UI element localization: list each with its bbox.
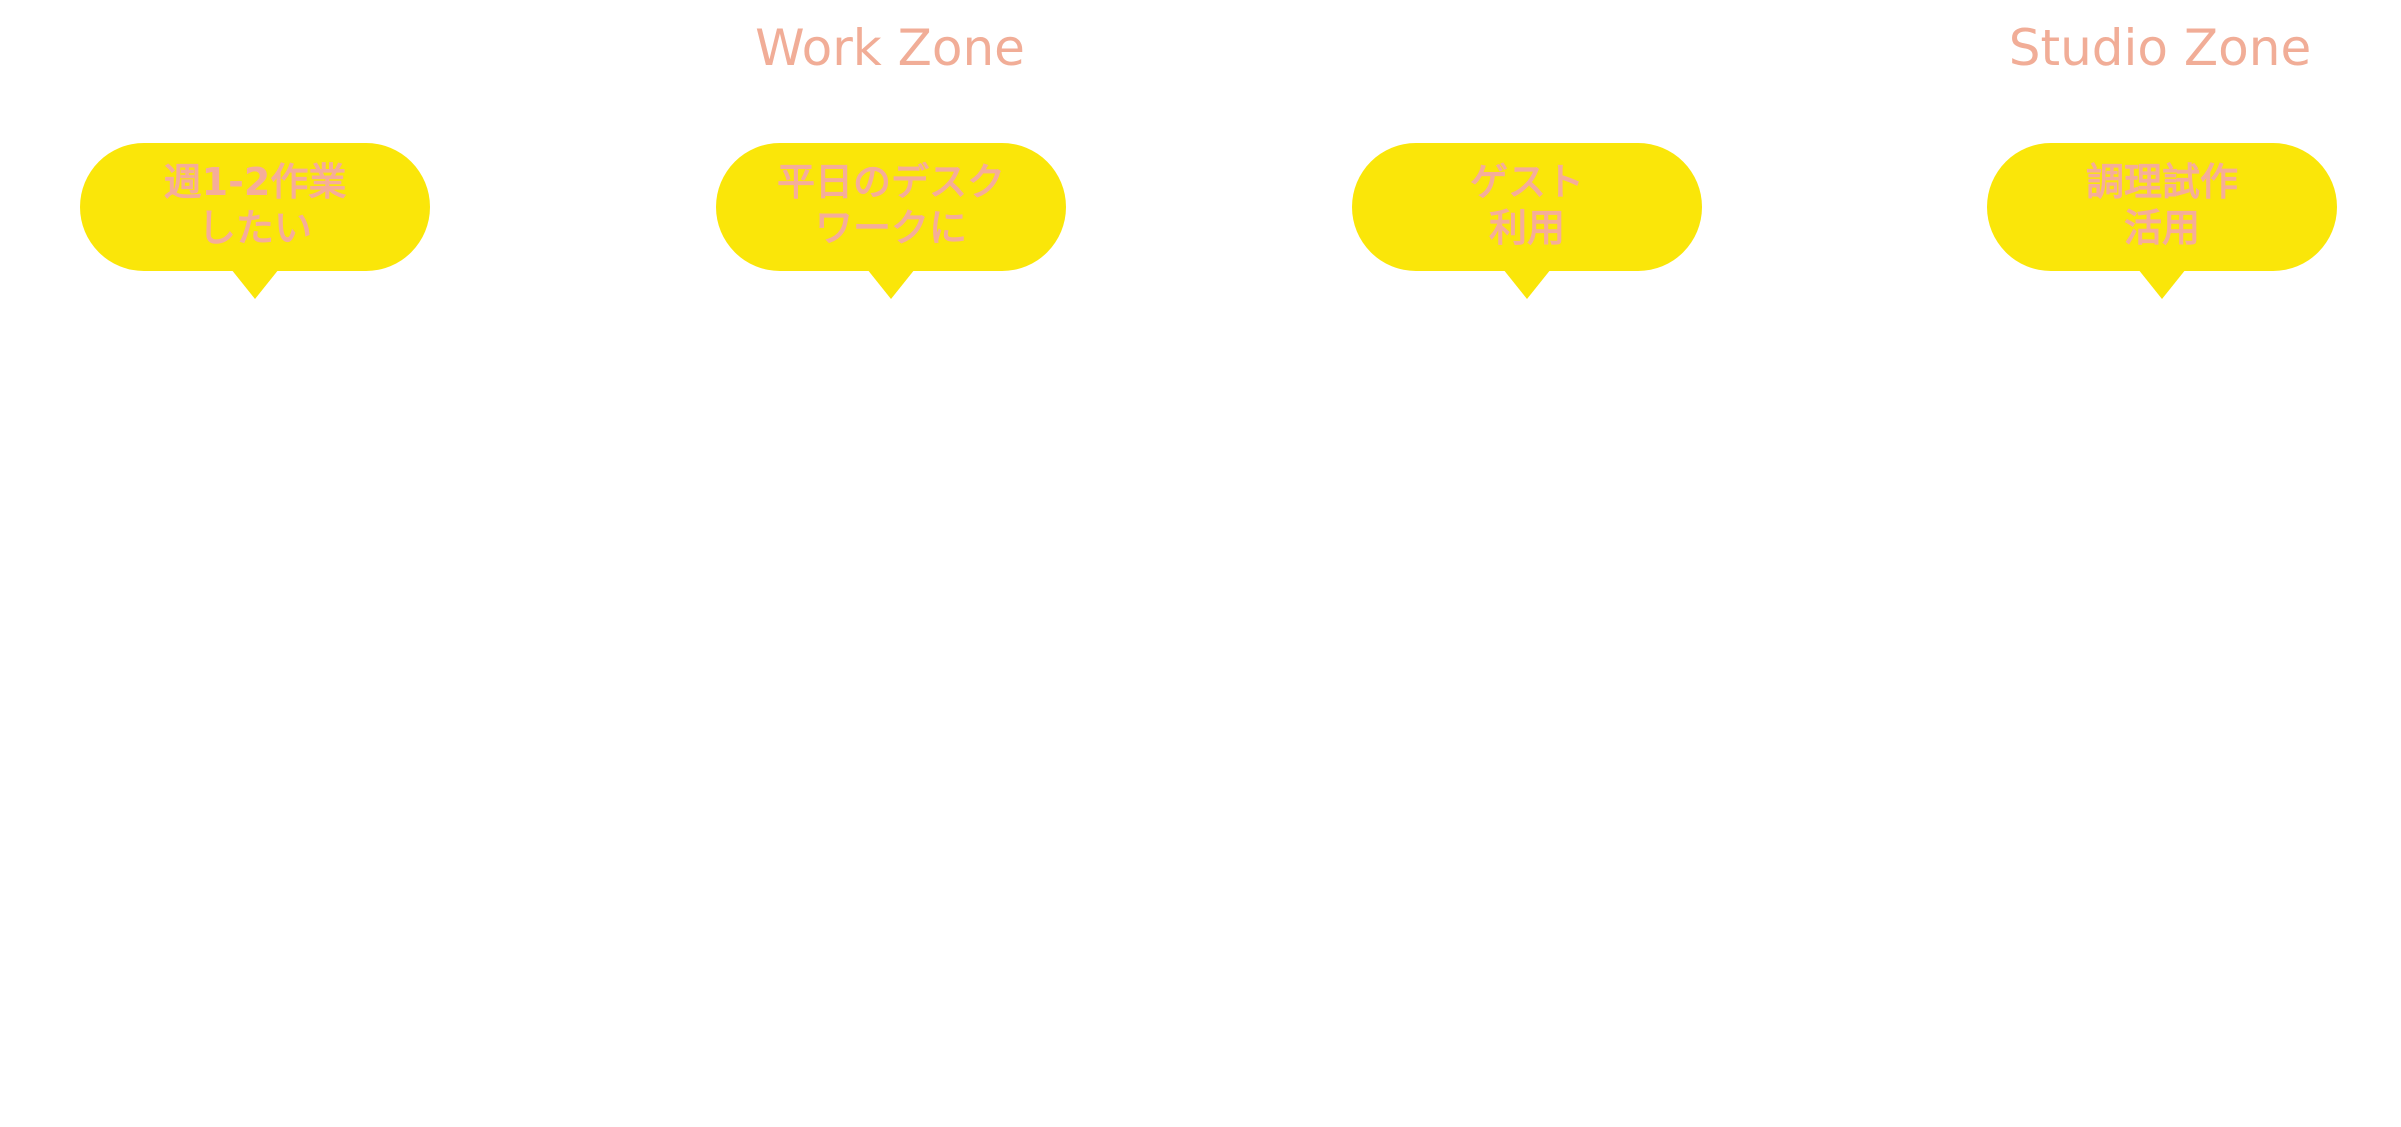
speech-bubble-weekly-work: 週1-2作業 したい (80, 143, 430, 299)
bubble-label-line-2: 利用 (1488, 206, 1565, 250)
zone-title-work: Work Zone (755, 19, 1025, 77)
bubble-pointer-icon (231, 269, 279, 299)
bubble-label: 調理試作 活用 (2086, 159, 2238, 251)
speech-bubble-weekday-desk: 平日のデスク ワークに (716, 143, 1066, 299)
bubble-pointer-icon (1503, 269, 1551, 299)
speech-bubble-cooking-trial: 調理試作 活用 (1987, 143, 2337, 299)
bubble-pointer-icon (2138, 269, 2186, 299)
bubble-label-line-1: ゲスト (1469, 160, 1584, 204)
bubble-label: ゲスト 利用 (1470, 159, 1584, 251)
bubble-label-line-1: 平日のデスク (776, 160, 1005, 204)
bubble-label-line-2: ワークに (814, 206, 967, 250)
bubble-label-line-1: 週1-2作業 (163, 160, 347, 204)
speech-bubble-guest-use: ゲスト 利用 (1352, 143, 1702, 299)
bubble-label-line-1: 調理試作 (2085, 160, 2238, 204)
zone-title-studio: Studio Zone (2008, 19, 2312, 77)
bubble-pointer-icon (867, 269, 915, 299)
bubble-label-line-2: したい (197, 206, 312, 250)
bubble-label: 平日のデスク ワークに (777, 159, 1005, 251)
bubble-label-line-2: 活用 (2123, 206, 2200, 250)
bubble-label: 週1-2作業 したい (164, 159, 347, 251)
